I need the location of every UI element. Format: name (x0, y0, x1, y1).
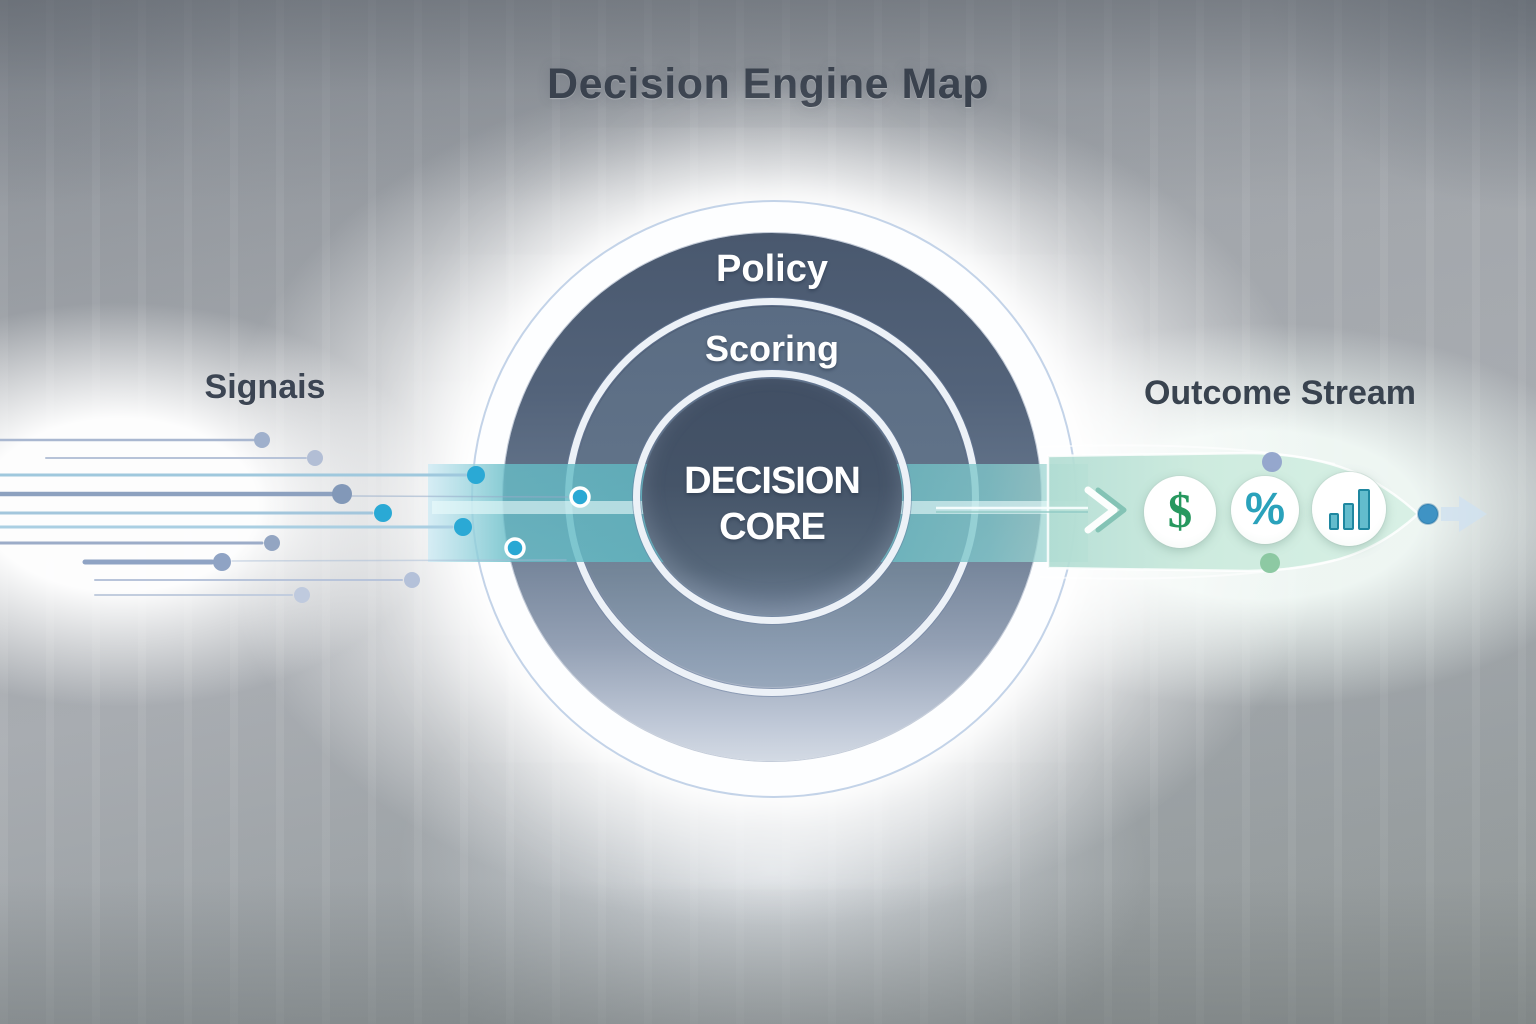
bar-chart-bar (1342, 503, 1354, 530)
signal-dot (569, 486, 591, 508)
page-title: Decision Engine Map (547, 60, 989, 108)
bar-chart-icon (1328, 488, 1370, 530)
scoring-label: Scoring (704, 328, 839, 369)
dollar-badge: $ (1144, 476, 1216, 548)
decision-core-label-line2: CORE (719, 506, 826, 549)
signals-label: Signais (204, 368, 326, 406)
bar-chart-bar (1328, 513, 1339, 530)
output-arrow-icon (1441, 496, 1487, 532)
bar-chart-bar (1357, 489, 1370, 530)
decision-core-border (633, 370, 911, 624)
signal-dots (213, 432, 591, 603)
signal-dot (374, 504, 392, 522)
signal-dot (332, 484, 352, 504)
outcome-dot-end (1417, 503, 1439, 525)
outcome-dot-top (1262, 452, 1282, 472)
signal-dot (307, 450, 323, 466)
signal-dot (264, 535, 280, 551)
percent-badge: % (1231, 476, 1299, 544)
flow-arrow-icon-echo (1095, 487, 1127, 533)
signal-line (351, 495, 569, 498)
dollar-icon: $ (1167, 482, 1193, 538)
signal-lines (0, 438, 569, 596)
signal-dot (404, 572, 420, 588)
signal-line (231, 559, 567, 562)
policy-label: Policy (716, 248, 828, 290)
decision-core-label-line1: DECISION (684, 460, 861, 502)
outcome-dot-bottom (1260, 553, 1280, 573)
signal-dot (254, 432, 270, 448)
flow-arrow-icon (1084, 486, 1118, 534)
stream-outline-top (1039, 444, 1336, 465)
signal-dot (294, 587, 310, 603)
signal-dot (213, 553, 231, 571)
stream-outline-bottom (1039, 559, 1336, 580)
decision-core (642, 379, 902, 615)
signal-dot (467, 466, 485, 484)
decision-core-label: DECISION CORE (642, 458, 902, 551)
outcome-stream-label: Outcome Stream (1143, 374, 1417, 412)
signal-dot (454, 518, 472, 536)
signal-dot (504, 537, 526, 559)
bar-chart-badge (1312, 472, 1386, 546)
percent-icon: % (1244, 483, 1285, 534)
